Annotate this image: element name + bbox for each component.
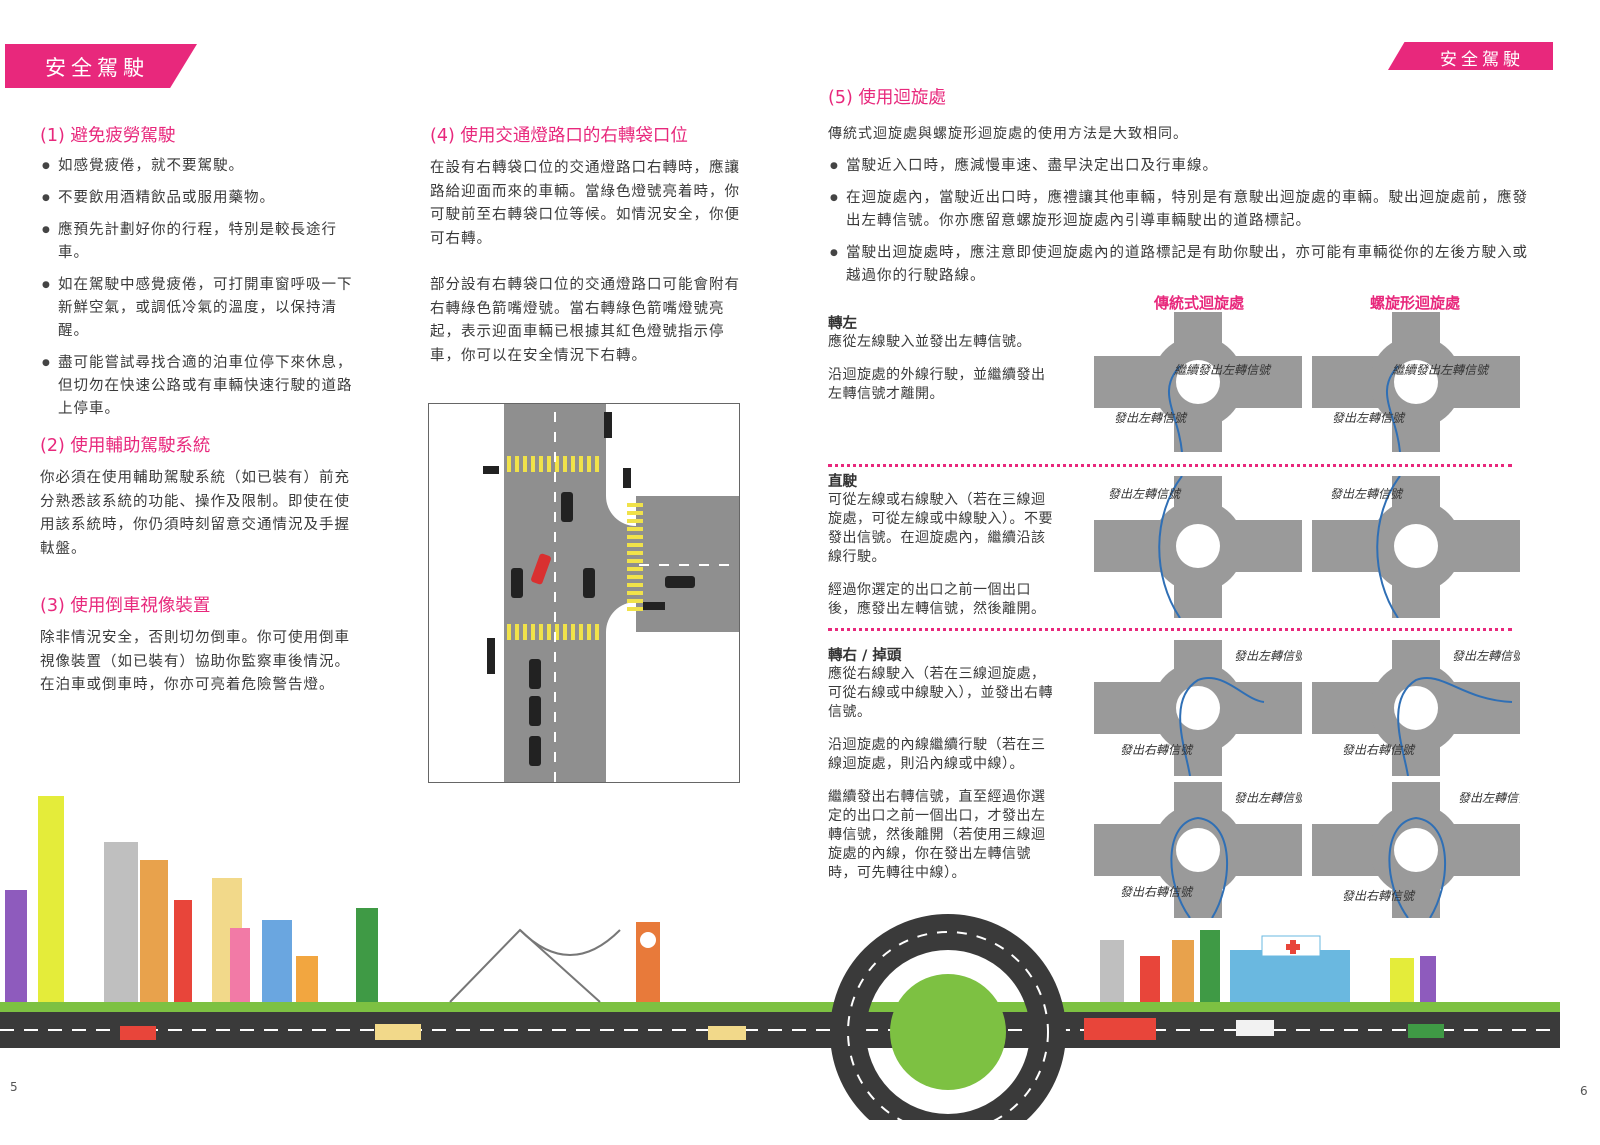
manoeuvre-label: 直駛 bbox=[828, 474, 857, 490]
list-item: 在迴旋處內，當駛近出口時，應禮讓其他車輛，特別是有意駛出迴旋處的車輛。駛出迴旋處… bbox=[828, 187, 1528, 233]
section-title: (3) 使用倒車視像裝置 bbox=[40, 596, 211, 616]
roundabout-right-turn-traditional-2: 發出左轉信號 發出右轉信號 bbox=[1094, 782, 1302, 918]
instruction-text: 應從左線駛入並發出左轉信號。 bbox=[828, 334, 1031, 350]
car-icon bbox=[561, 492, 573, 522]
signal-label: 發出右轉信號 bbox=[1120, 743, 1194, 757]
instruction-text: 應從右線駛入（若在三線迴旋處，可從右線或中線駛入），並發出右轉信號。 bbox=[828, 666, 1053, 720]
intro-text: 傳統式迴旋處與螺旋形迴旋處的使用方法是大致相同。 bbox=[828, 126, 1188, 142]
signal-label: 發出左轉信號 bbox=[1108, 487, 1182, 501]
roundabout-straight-spiral: 發出左轉信號 bbox=[1312, 476, 1520, 618]
junction-diagram bbox=[428, 403, 740, 783]
instruction-text: 繼續發出右轉信號，直至經過你選定的出口之前一個出口，才發出左轉信號，然後離開（若… bbox=[828, 789, 1046, 881]
lane-marking bbox=[639, 564, 739, 566]
car-icon bbox=[529, 736, 541, 766]
traffic-light-icon bbox=[604, 412, 612, 438]
section-reverse-camera: (3) 使用倒車視像裝置 除非情況安全，否則切勿倒車。你可使用倒車視像裝置（如已… bbox=[40, 592, 358, 698]
body-text: 部分設有右轉袋口位的交通燈路口可能會附有右轉綠色箭嘴燈號。當右轉綠色箭嘴燈號亮起… bbox=[430, 277, 740, 364]
signal-label: 發出左轉信號 bbox=[1234, 791, 1302, 805]
section-title: (2) 使用輔助駕駛系統 bbox=[40, 436, 211, 456]
roundabout-straight-traditional: 發出左轉信號 bbox=[1094, 476, 1302, 618]
car-icon bbox=[529, 696, 541, 726]
signal-label: 發出左轉信號 bbox=[1330, 487, 1404, 501]
instruction-text: 沿迴旋處的外線行駛，並繼續發出左轉信號才離開。 bbox=[828, 367, 1046, 402]
body-text: 你必須在使用輔助駕駛系統（如已裝有）前充分熟悉該系統的功能、操作及限制。即使在使… bbox=[40, 470, 350, 557]
roundabout-right-turn-traditional-1: 發出左轉信號 發出右轉信號 bbox=[1094, 640, 1302, 776]
section-divider bbox=[828, 628, 1512, 631]
page-number: 5 bbox=[10, 1080, 18, 1094]
list-item: 如感覺疲倦，就不要駕駛。 bbox=[40, 155, 360, 178]
traffic-light-icon bbox=[623, 468, 631, 488]
straight-instructions: 直駛 可從左線或右線駛入（若在三線迴旋處，可從左線或中線駛入）。不要發出信號。在… bbox=[828, 470, 1058, 619]
right-turn-instructions: 轉右 / 掉頭 應從右線駛入（若在三線迴旋處，可從右線或中線駛入），並發出右轉信… bbox=[828, 644, 1058, 883]
bullet-list: 如感覺疲倦，就不要駕駛。 不要飲用酒精飲品或服用藥物。 應預先計劃好你的行程，特… bbox=[40, 155, 360, 421]
list-item: 不要飲用酒精飲品或服用藥物。 bbox=[40, 187, 360, 210]
signal-label: 發出右轉信號 bbox=[1342, 743, 1416, 757]
manoeuvre-label: 轉左 bbox=[828, 316, 857, 332]
traffic-light-icon bbox=[483, 466, 499, 474]
list-item: 當駛出迴旋處時，應注意即使迴旋處內的道路標記是有助你駛出，亦可能有車輛從你的左後… bbox=[828, 242, 1528, 288]
section-driver-assist: (2) 使用輔助駕駛系統 你必須在使用輔助駕駛系統（如已裝有）前充分熟悉該系統的… bbox=[40, 432, 358, 561]
section-banner-left: 安全駕駛 bbox=[5, 44, 197, 88]
signal-label: 繼續發出左轉信號 bbox=[1174, 363, 1272, 377]
lane-marking bbox=[554, 404, 556, 782]
roundabout-right-turn-spiral-2: 發出左轉信號 發出右轉信號 bbox=[1312, 782, 1520, 918]
page-number: 6 bbox=[1580, 1084, 1588, 1098]
city-skyline-illustration bbox=[0, 796, 1560, 1120]
list-item: 應預先計劃好你的行程，特別是較長途行車。 bbox=[40, 219, 360, 265]
traffic-light-icon bbox=[643, 602, 665, 610]
zebra-crossing bbox=[627, 499, 643, 611]
body-text: 除非情況安全，否則切勿倒車。你可使用倒車視像裝置（如已裝有）協助你監察車後情況。… bbox=[40, 630, 350, 693]
roundabout-right-turn-spiral-1: 發出左轉信號 發出右轉信號 bbox=[1312, 640, 1520, 776]
instruction-text: 沿迴旋處的內線繼續行駛（若在三線迴旋處，則沿內線或中線）。 bbox=[828, 737, 1046, 772]
signal-label: 發出右轉信號 bbox=[1120, 885, 1194, 899]
signal-label: 發出左轉信號 bbox=[1332, 411, 1406, 425]
list-item: 盡可能嘗試尋找合適的泊車位停下來休息，但切勿在快速公路或有車輛快速行駛的道路上停… bbox=[40, 352, 360, 421]
banner-label: 安全駕駛 bbox=[45, 56, 149, 80]
signal-label: 發出左轉信號 bbox=[1452, 649, 1520, 663]
car-icon bbox=[665, 576, 695, 588]
section-title: (5) 使用迴旋處 bbox=[828, 88, 946, 108]
section-roundabout: (5) 使用迴旋處 傳統式迴旋處與螺旋形迴旋處的使用方法是大致相同。 當駛近入口… bbox=[828, 84, 1528, 297]
banner-label: 安全駕駛 bbox=[1440, 50, 1524, 70]
roundabout-left-turn-spiral: 繼續發出左轉信號 發出左轉信號 bbox=[1312, 312, 1520, 452]
column-header-spiral: 螺旋形迴旋處 bbox=[1369, 294, 1460, 312]
traffic-light-icon bbox=[487, 638, 495, 674]
section-title: (4) 使用交通燈路口的右轉袋口位 bbox=[430, 126, 688, 146]
signal-label: 發出左轉信號 bbox=[1234, 649, 1302, 663]
section-fatigue: (1) 避免疲勞駕駛 如感覺疲倦，就不要駕駛。 不要飲用酒精飲品或服用藥物。 應… bbox=[40, 122, 360, 430]
car-icon bbox=[511, 568, 523, 598]
section-divider bbox=[828, 464, 1512, 467]
instruction-text: 經過你選定的出口之前一個出口後，應發出左轉信號，然後離開。 bbox=[828, 582, 1046, 617]
signal-label: 發出左轉信號 bbox=[1458, 791, 1520, 805]
body-text: 在設有右轉袋口位的交通燈路口右轉時，應讓路給迎面而來的車輛。當綠色燈號亮着時，你… bbox=[430, 160, 740, 247]
column-header-traditional: 傳統式迴旋處 bbox=[1153, 294, 1244, 312]
section-right-turn-pocket: (4) 使用交通燈路口的右轉袋口位 在設有右轉袋口位的交通燈路口右轉時，應讓路給… bbox=[430, 122, 742, 368]
car-icon bbox=[529, 659, 541, 689]
signal-label: 發出右轉信號 bbox=[1342, 889, 1416, 903]
roundabout-left-turn-traditional: 繼續發出左轉信號 發出左轉信號 bbox=[1094, 312, 1302, 452]
manoeuvre-label: 轉右 / 掉頭 bbox=[828, 648, 902, 664]
bullet-list: 當駛近入口時，應減慢車速、盡早決定出口及行車線。 在迴旋處內，當駛近出口時，應禮… bbox=[828, 155, 1528, 288]
section-banner-right: 安全駕駛 bbox=[1388, 42, 1553, 70]
car-icon bbox=[583, 568, 595, 598]
list-item: 當駛近入口時，應減慢車速、盡早決定出口及行車線。 bbox=[828, 155, 1528, 178]
section-title: (1) 避免疲勞駕駛 bbox=[40, 126, 176, 146]
instruction-text: 可從左線或右線駛入（若在三線迴旋處，可從左線或中線駛入）。不要發出信號。在迴旋處… bbox=[828, 492, 1053, 565]
left-turn-instructions: 轉左 應從左線駛入並發出左轉信號。 沿迴旋處的外線行駛，並繼續發出左轉信號才離開… bbox=[828, 312, 1058, 404]
list-item: 如在駕駛中感覺疲倦，可打開車窗呼吸一下新鮮空氣，或調低冷氣的溫度，以保持清醒。 bbox=[40, 274, 360, 343]
signal-label: 發出左轉信號 bbox=[1114, 411, 1188, 425]
signal-label: 繼續發出左轉信號 bbox=[1392, 363, 1490, 377]
